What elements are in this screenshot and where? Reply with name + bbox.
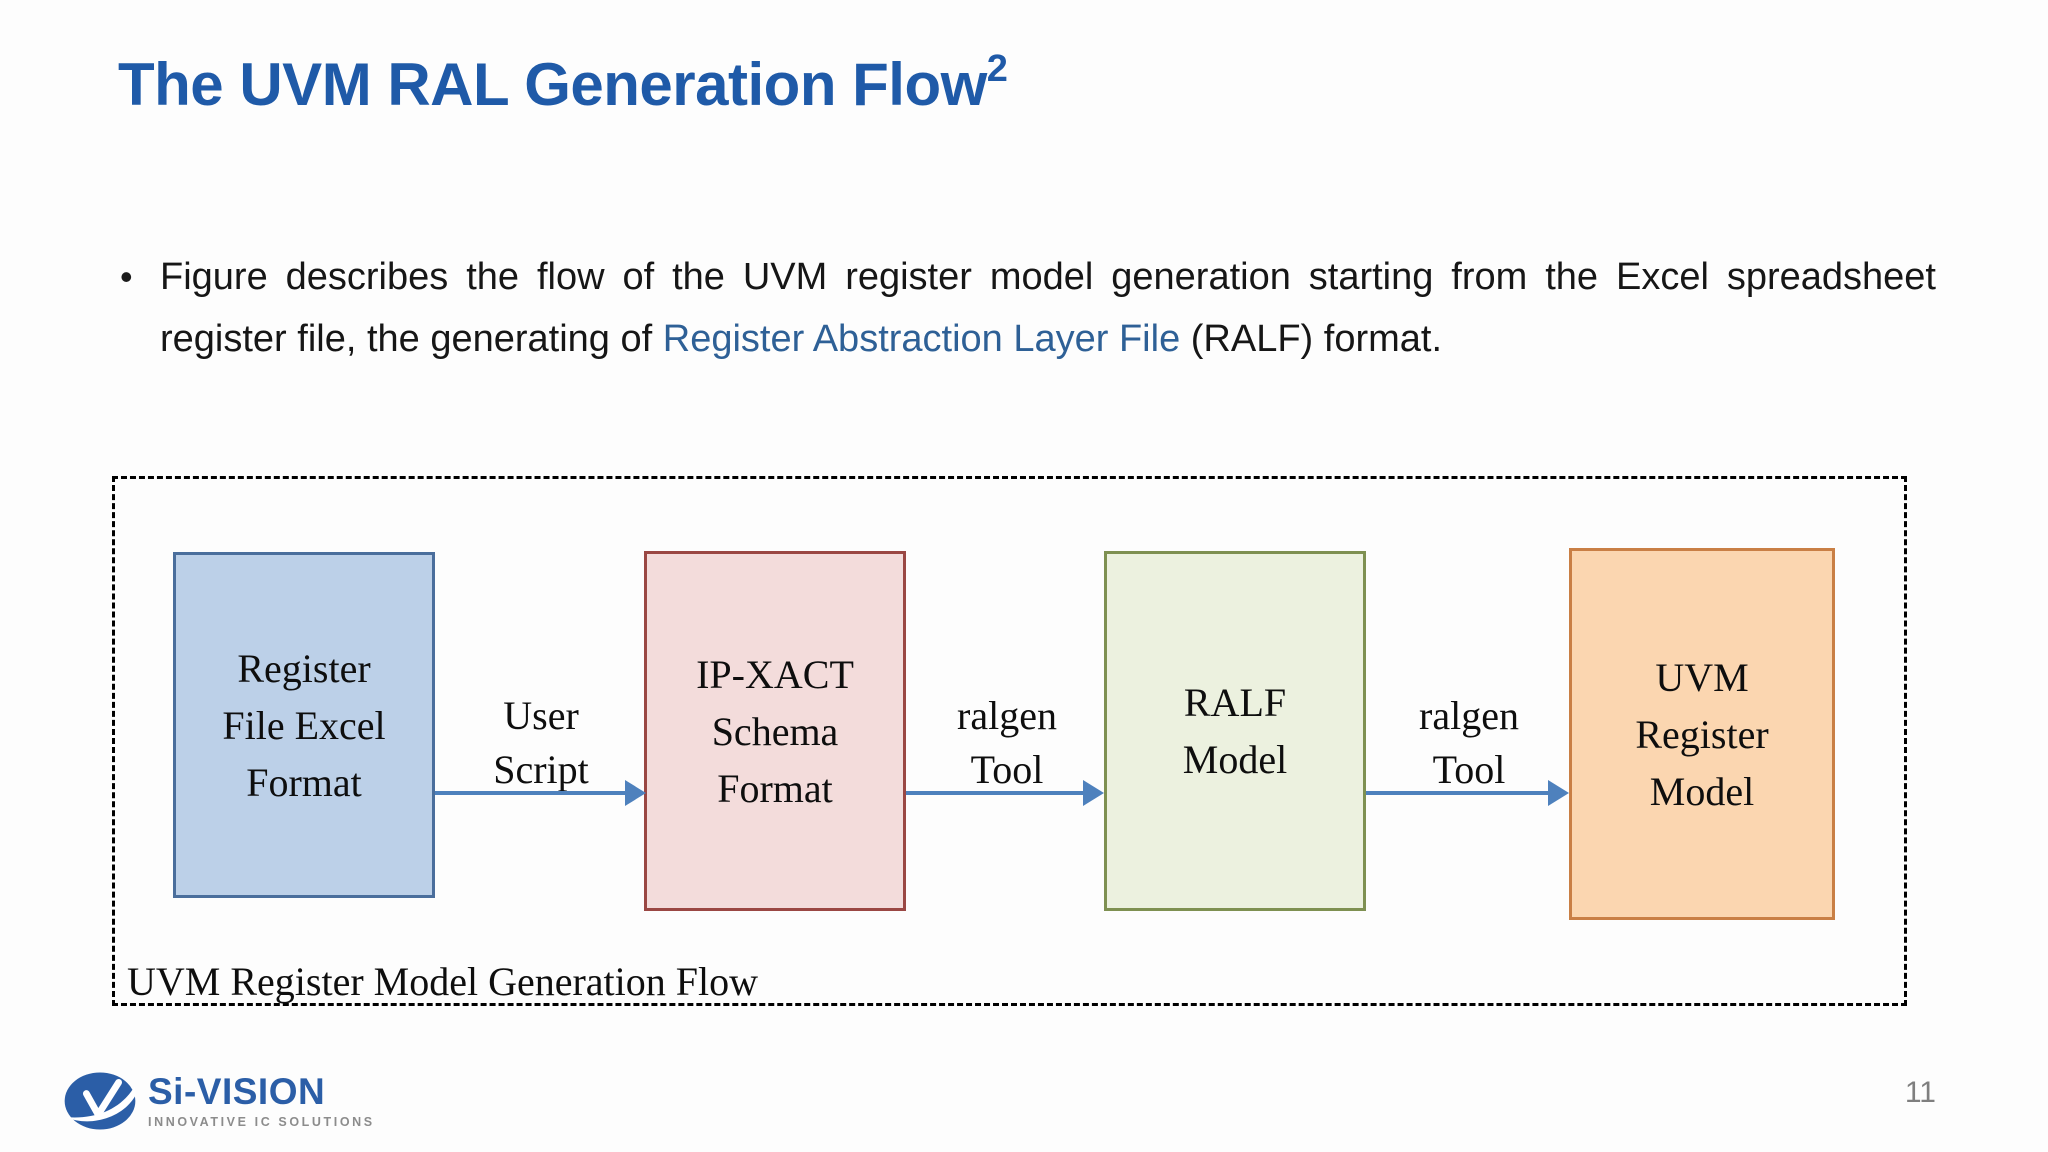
connector-label-line: ralgen	[1419, 693, 1519, 738]
page-title-text: The UVM RAL Generation Flow	[118, 51, 987, 118]
box-line: UVM	[1655, 654, 1749, 700]
bullet-text-before: Figure describes the flow of the UVM reg…	[160, 256, 1936, 360]
connector-label-line: Tool	[970, 747, 1044, 792]
right-arrow-icon	[906, 791, 1085, 795]
logo-wordmark: Si-VISION	[148, 1071, 326, 1112]
connector-label-user-script: User Script	[381, 689, 701, 797]
box-line: Model	[1182, 737, 1288, 782]
flow-box-ralf-model: RALF Model	[1104, 551, 1366, 911]
box-line: Schema	[711, 708, 839, 754]
flow-diagram-frame: Register File Excel Format IP-XACT Schem…	[112, 476, 1907, 1006]
right-arrow-icon	[435, 791, 627, 795]
logo-tagline: INNOVATIVE IC SOLUTIONS	[148, 1115, 375, 1129]
connector-label-line: ralgen	[957, 693, 1057, 738]
page-title: The UVM RAL Generation Flow2	[118, 48, 1008, 119]
bullet-highlight-text: Register Abstraction Layer File	[662, 318, 1181, 360]
flow-box-uvm-register-model: UVM Register Model	[1569, 548, 1835, 920]
connector-label-line: Tool	[1432, 747, 1506, 792]
right-arrow-icon	[1548, 780, 1569, 806]
connector-label-line: Script	[493, 747, 589, 792]
right-arrow-icon	[1083, 780, 1104, 806]
bullet-paragraph: • Figure describes the flow of the UVM r…	[120, 246, 1936, 370]
diagram-caption: UVM Register Model Generation Flow	[127, 959, 759, 1004]
title-superscript: 2	[986, 48, 1008, 90]
flow-box-ip-xact-schema-format: IP-XACT Schema Format	[644, 551, 906, 911]
si-vision-logo-icon	[64, 1072, 136, 1130]
box-line: Register	[237, 645, 371, 691]
logo-text-column: Si-VISION INNOVATIVE IC SOLUTIONS	[148, 1073, 375, 1129]
box-line: Register	[1635, 711, 1769, 757]
box-line: File Excel	[222, 702, 386, 748]
connector-label-ralgen-tool: ralgen Tool	[847, 689, 1167, 797]
connector-label-line: User	[503, 693, 579, 738]
box-line: RALF	[1183, 680, 1287, 725]
box-line: Format	[246, 759, 362, 805]
box-line: Format	[717, 765, 833, 811]
bullet-text-after: (RALF) format.	[1180, 318, 1443, 360]
bullet-text: Figure describes the flow of the UVM reg…	[160, 246, 1936, 370]
right-arrow-icon	[625, 780, 646, 806]
box-line: IP-XACT	[696, 651, 854, 697]
connector-label-ralgen-tool: ralgen Tool	[1309, 689, 1629, 797]
page-number: 11	[1904, 1076, 1936, 1109]
box-line: Model	[1649, 768, 1755, 814]
right-arrow-icon	[1366, 791, 1550, 795]
bullet-marker: •	[120, 256, 133, 297]
flow-box-register-file-excel-format: Register File Excel Format	[173, 552, 435, 898]
si-vision-logo: Si-VISION INNOVATIVE IC SOLUTIONS	[62, 1070, 375, 1132]
